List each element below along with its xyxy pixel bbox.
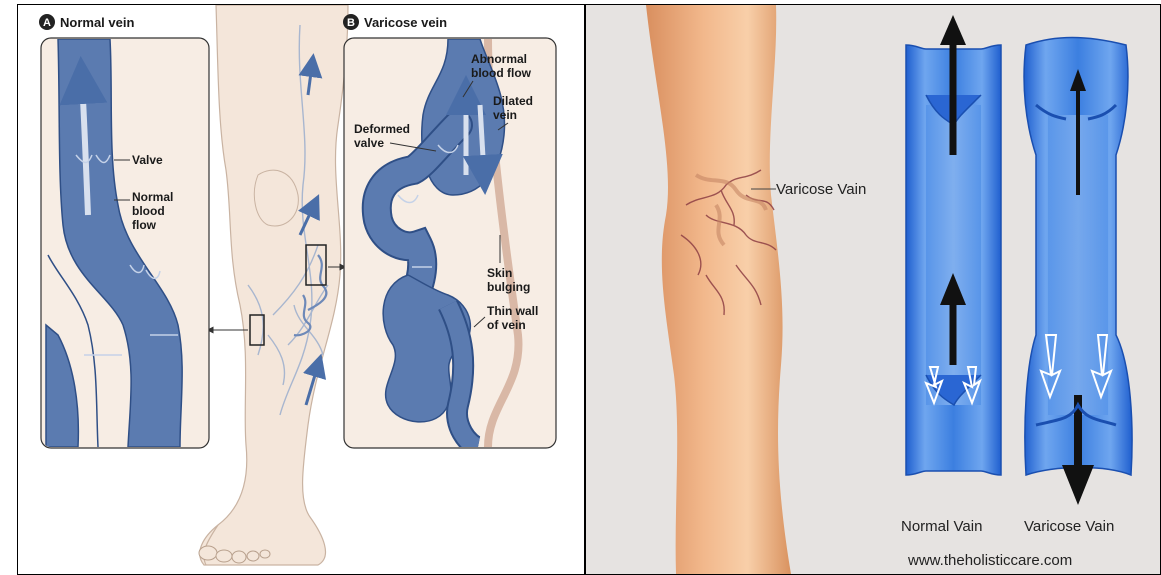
panel-a-badge-letter: A — [43, 17, 51, 29]
varicose-photo-illustration: Varicose Vain Normal Vain Varicose Vain — [586, 5, 1160, 574]
label-normal-blood-flow-1: Normal — [132, 190, 173, 204]
label-skin-bulging-2: bulging — [487, 280, 530, 294]
normal-vein-diagram — [906, 15, 1001, 475]
panel-a-title: Normal vein — [60, 15, 134, 30]
leg-illustration — [199, 5, 348, 565]
normal-vain-caption: Normal Vain — [901, 518, 982, 535]
varicose-vein-diagram — [1024, 38, 1132, 506]
panel-varicose-vein: B Varicose vein Abnormal blood flow Dila… — [343, 14, 556, 448]
label-deformed-valve-1: Deformed — [354, 122, 410, 136]
label-abnormal-blood-flow-1: Abnormal — [471, 52, 527, 66]
label-dilated-vein-1: Dilated — [493, 94, 533, 108]
label-skin-bulging-1: Skin — [487, 266, 512, 280]
label-thin-wall-1: Thin wall — [487, 304, 538, 318]
label-normal-blood-flow-3: flow — [132, 218, 157, 232]
label-deformed-valve-2: valve — [354, 136, 384, 150]
label-valve: Valve — [132, 153, 163, 167]
varicose-vain-caption: Varicose Vain — [1024, 518, 1114, 535]
label-dilated-vein-2: vein — [493, 108, 517, 122]
website-caption: www.theholisticcare.com — [907, 552, 1072, 569]
label-abnormal-blood-flow-2: blood flow — [471, 66, 532, 80]
varicose-anatomy-illustration: A Normal vein Valve Normal blood flow — [18, 5, 584, 574]
panel-b-title: Varicose vein — [364, 15, 447, 30]
label-thin-wall-2: of vein — [487, 318, 526, 332]
callout-varicose-label: Varicose Vain — [776, 181, 866, 198]
panel-normal-vein: A Normal vein Valve Normal blood flow — [39, 14, 209, 448]
panel-b-badge-letter: B — [347, 17, 355, 29]
label-normal-blood-flow-2: blood — [132, 204, 165, 218]
